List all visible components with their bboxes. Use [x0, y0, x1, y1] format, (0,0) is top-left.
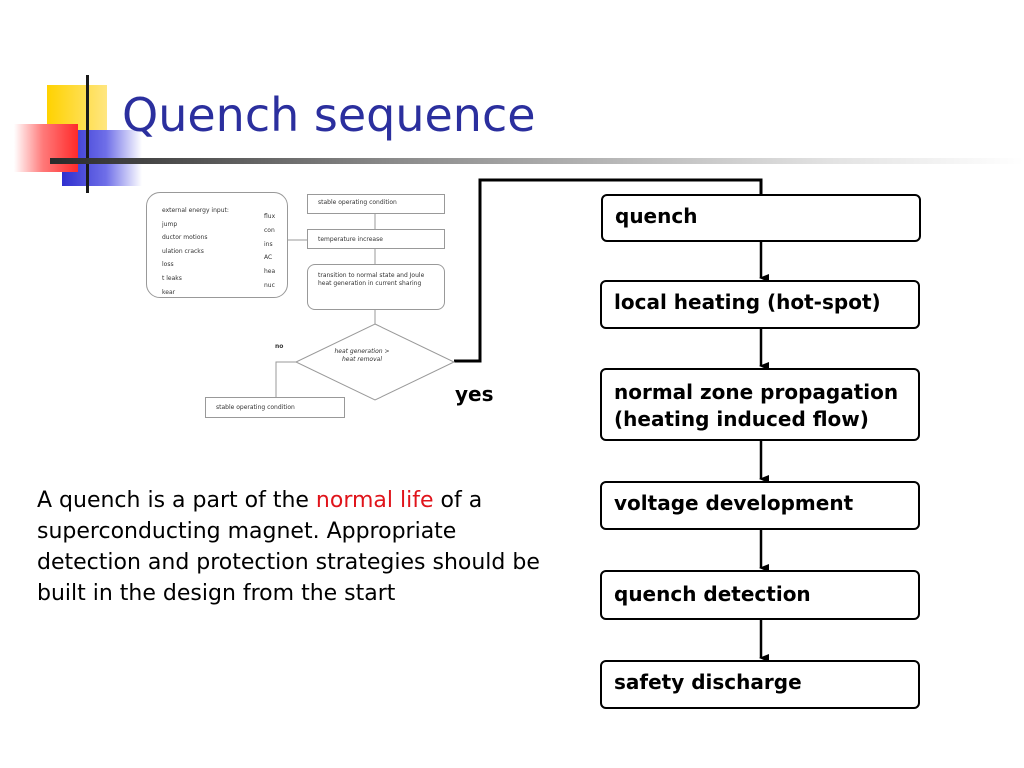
mini-input-item: hea	[264, 268, 276, 276]
mini-input-item: external energy input:	[162, 207, 229, 214]
step-local-heating: local heating (hot-spot)	[600, 280, 920, 329]
mini-temperature-increase: temperature increase	[307, 229, 445, 249]
mini-input-item: kear	[162, 288, 176, 296]
body-text-end: of a superconducting magnet. Appropriate…	[37, 488, 540, 606]
mini-inputs-left-column: external energy input: jump ductor motio…	[162, 204, 229, 299]
mini-decision-label: heat generation > heat removal	[334, 348, 390, 363]
mini-inputs-right-column: flux con ins AC hea nuc	[264, 210, 275, 293]
mini-transition-box: transition to normal state and Joule hea…	[307, 264, 445, 310]
body-text-start: A quench is a part of the	[37, 488, 316, 513]
mini-stable-condition-bottom: stable operating condition	[205, 397, 345, 418]
step-quench-detection: quench detection	[600, 570, 920, 620]
step-label: (heating induced flow)	[614, 407, 869, 431]
mini-input-item: ins	[264, 240, 273, 248]
mini-input-item: ductor motions	[162, 234, 208, 242]
title-underline	[50, 158, 1024, 164]
mini-input-item: nuc	[264, 281, 275, 289]
step-safety-discharge: safety discharge	[600, 660, 920, 709]
yes-label: yes	[455, 382, 494, 406]
mini-input-item: ulation cracks	[162, 247, 204, 255]
mini-input-item: con	[264, 226, 275, 234]
mini-input-item: jump	[162, 220, 178, 228]
step-label: safety discharge	[614, 670, 802, 694]
step-voltage-development: voltage development	[600, 481, 920, 530]
step-label: normal zone propagation	[614, 380, 899, 404]
step-label: quench detection	[614, 582, 811, 606]
mini-decision-diamond	[294, 323, 456, 401]
mini-external-inputs-box: external energy input: jump ductor motio…	[146, 192, 288, 298]
step-quench: quench	[601, 194, 921, 242]
mini-input-item: flux	[264, 213, 276, 220]
page-title: Quench sequence	[122, 88, 536, 142]
step-label: quench	[615, 204, 698, 228]
mini-input-item: AC	[264, 254, 273, 262]
body-highlight: normal life	[315, 488, 434, 513]
mini-stable-condition-top: stable operating condition	[307, 194, 445, 214]
mini-no-label: no	[275, 343, 284, 350]
decor-vertical-line	[86, 75, 89, 193]
mini-input-item: loss	[162, 261, 174, 269]
mini-input-item: t leaks	[162, 274, 182, 282]
step-label: local heating (hot-spot)	[614, 290, 881, 314]
yes-connector	[454, 178, 763, 363]
decor-red-square	[14, 124, 78, 172]
body-paragraph: A quench is a part of the normal life of…	[37, 485, 567, 609]
step-label: voltage development	[614, 491, 854, 515]
mini-no-connector	[275, 361, 296, 397]
step-normal-zone-propagation: normal zone propagation (heating induced…	[600, 368, 920, 441]
